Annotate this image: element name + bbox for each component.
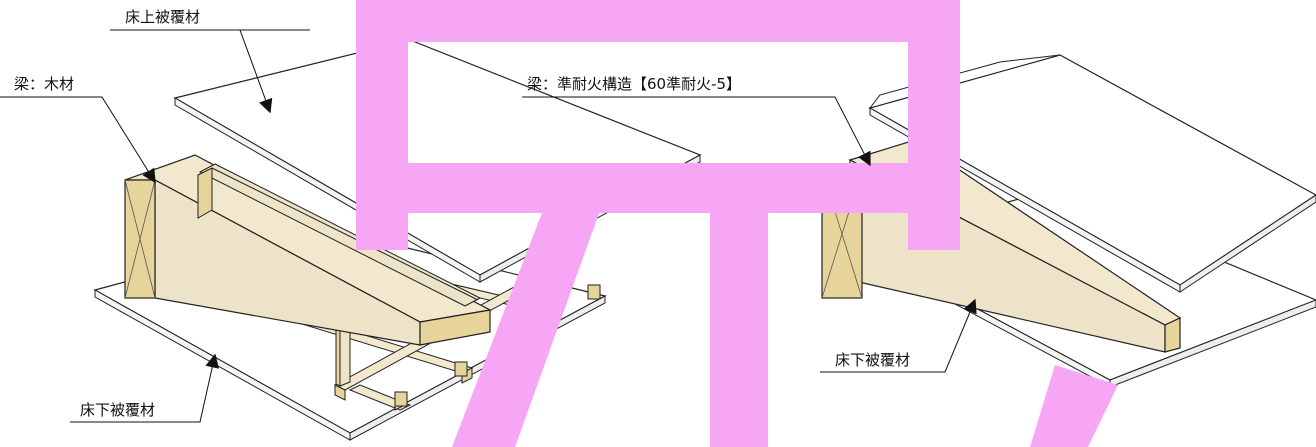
label-beam-fire-resistant: 梁：準耐火構造【60準耐火-5】 <box>527 75 741 93</box>
leader-lines <box>0 29 977 423</box>
pink-overlay-shape <box>356 0 1118 447</box>
label-beam-wood: 梁：木材 <box>14 75 74 93</box>
label-floor-bottom-cover-left: 床下被覆材 <box>80 401 155 419</box>
left-inner-beam <box>197 163 482 307</box>
label-floor-bottom-cover-right: 床下被覆材 <box>835 351 910 369</box>
right-assembly <box>821 54 1316 388</box>
left-wood-beam <box>124 154 492 346</box>
label-floor-top-cover: 床上被覆材 <box>125 8 200 26</box>
